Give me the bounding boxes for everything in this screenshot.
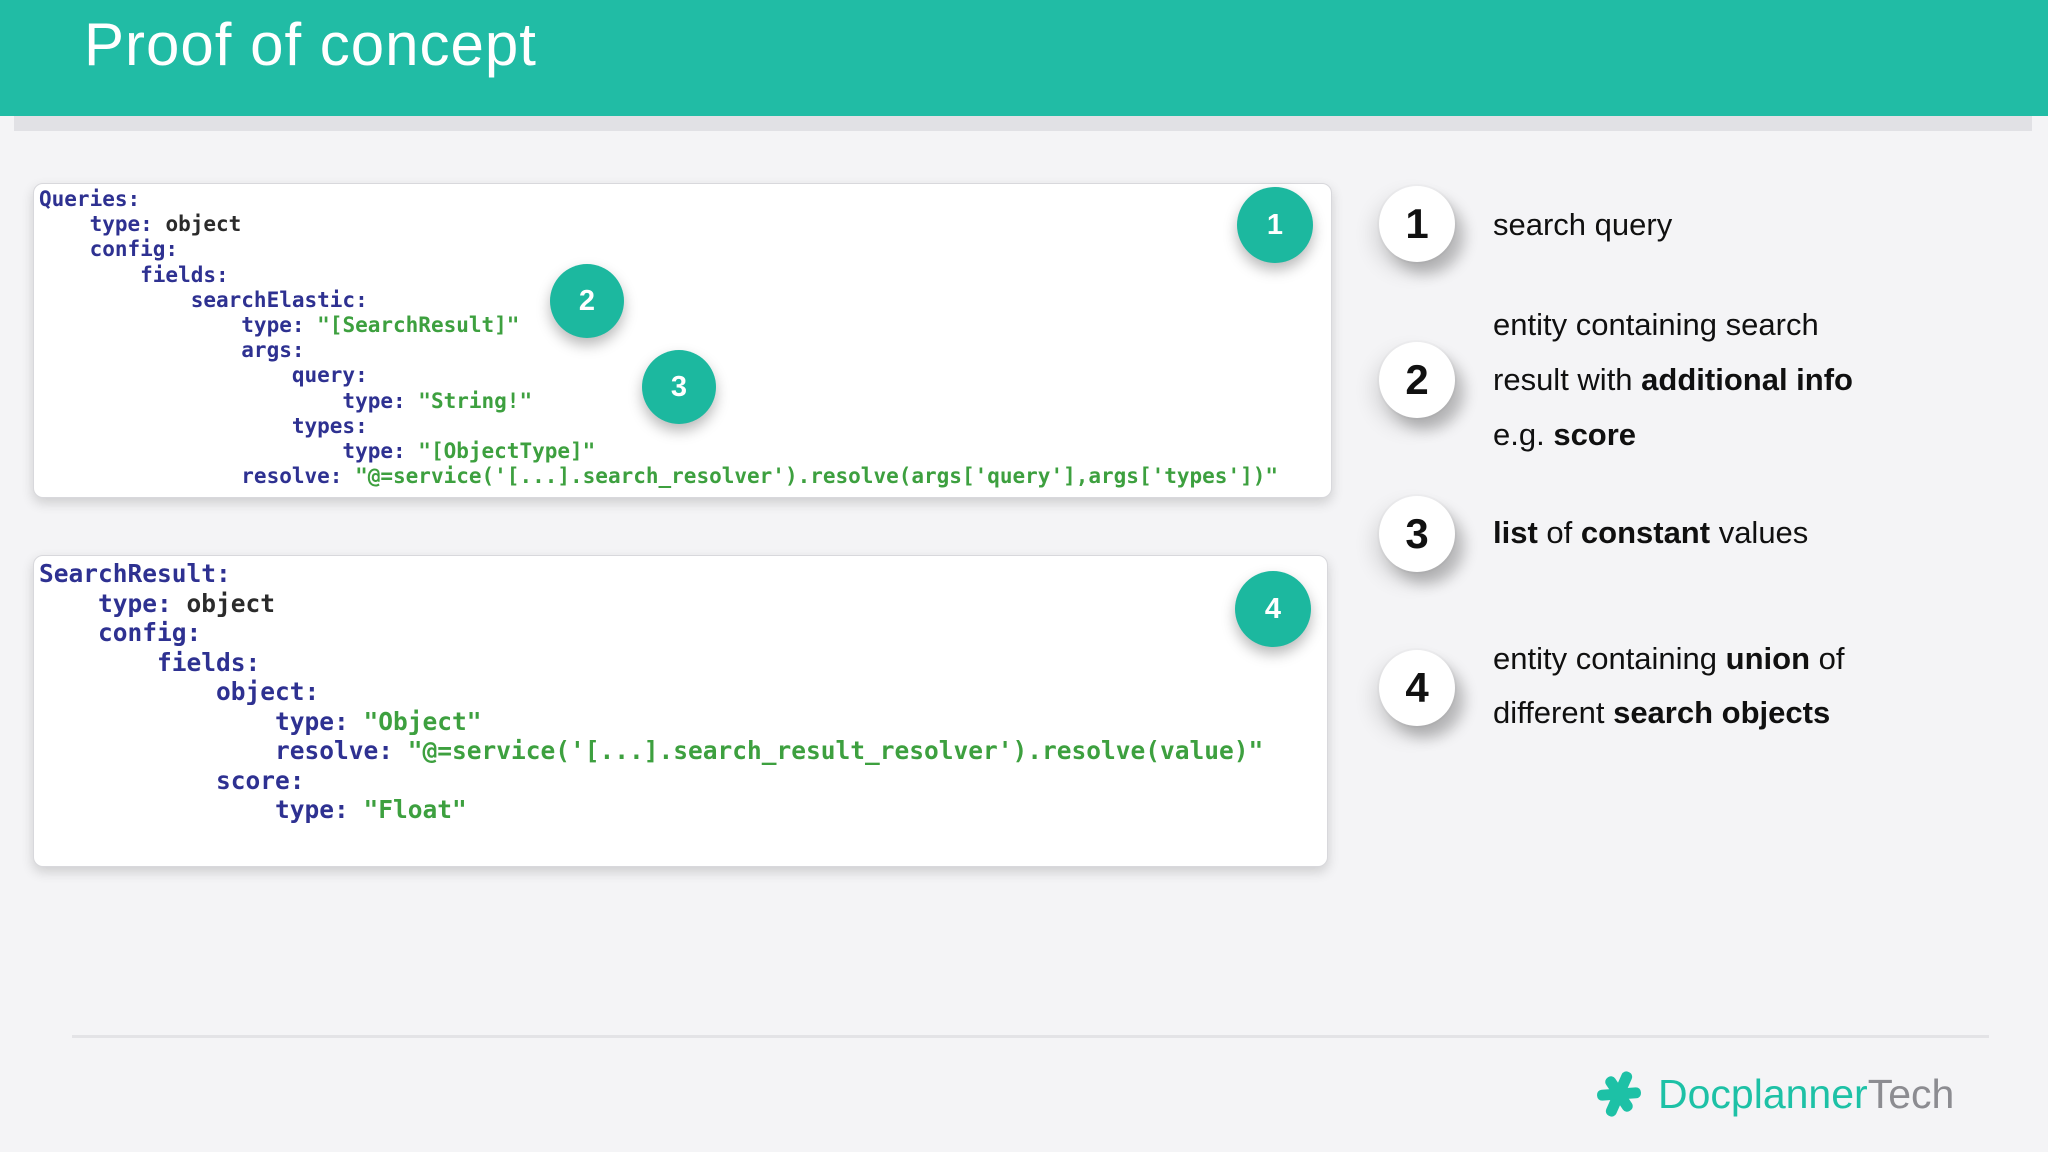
code-token: "Object" — [348, 706, 482, 736]
code-token: fields: — [39, 647, 261, 677]
code-token: types: — [39, 413, 368, 438]
legend-text-line: e.g. score — [1493, 407, 1853, 462]
legend-circle-1: 1 — [1379, 186, 1455, 262]
code-line: searchElastic: — [39, 288, 1331, 313]
code-line: type: object — [39, 212, 1331, 237]
code-token: type: — [39, 212, 153, 237]
page-title: Proof of concept — [84, 11, 537, 78]
code-line: score: — [39, 766, 1327, 796]
code-token: "Float" — [348, 795, 467, 824]
code-line: object: — [39, 677, 1327, 707]
code-token: resolve: — [39, 736, 394, 765]
legend-item-1-text: search query — [1493, 204, 1672, 246]
code-block-search-result: SearchResult: type: object config: field… — [34, 556, 1327, 825]
legend-text-line: result with additional info — [1493, 352, 1853, 407]
legend-text-run: of — [1537, 515, 1581, 550]
code-line: Queries: — [39, 187, 1331, 212]
legend-text-run: entity containing — [1493, 641, 1726, 676]
logo-suffix-text: Tech — [1867, 1070, 1955, 1117]
code-token: type: — [39, 313, 305, 338]
code-token: type: — [39, 588, 172, 618]
legend-text-run: search query — [1493, 207, 1673, 242]
legend-text-line: entity containing search — [1493, 297, 1853, 352]
header-shadow-strip — [14, 116, 2032, 131]
code-block-queries: Queries: type: object config: fields: se… — [34, 184, 1331, 489]
code-token: fields: — [39, 262, 229, 287]
legend-text-line: entity containing union of — [1493, 632, 1844, 686]
code-token: config: — [39, 618, 202, 647]
legend-bold-run: additional info — [1641, 362, 1853, 397]
code-token: "@=service('[...].search_result_resolver… — [393, 736, 1264, 765]
code-token: type: — [39, 388, 406, 413]
code-token: query: — [39, 363, 368, 388]
legend-text-run: result with — [1493, 362, 1642, 397]
code-line: fields: — [39, 263, 1331, 288]
legend-circle-4: 4 — [1379, 650, 1455, 726]
code-panel-search-result: SearchResult: type: object config: field… — [33, 555, 1328, 867]
code-token: object — [152, 212, 242, 237]
code-token: object — [171, 588, 276, 618]
code-line: type: "[SearchResult]" — [39, 313, 1331, 338]
code-token: Queries: — [39, 187, 141, 211]
code-line: resolve: "@=service('[...].search_result… — [39, 736, 1327, 766]
annotation-badge-1: 1 — [1237, 187, 1313, 263]
code-line: type: object — [39, 589, 1327, 619]
legend-bold-run: list — [1493, 515, 1538, 550]
code-token: type: — [39, 439, 406, 464]
footer-divider — [72, 1035, 1989, 1038]
code-line: type: "String!" — [39, 389, 1331, 414]
code-line: resolve: "@=service('[...].search_resolv… — [39, 464, 1331, 489]
code-token: "[SearchResult]" — [304, 313, 520, 338]
code-token: config: — [39, 237, 179, 262]
code-token: "String!" — [405, 388, 533, 413]
legend-bold-run: score — [1553, 417, 1637, 452]
code-token: "@=service('[...].search_resolver').reso… — [342, 464, 1279, 489]
code-line: type: "Float" — [39, 795, 1327, 825]
legend-bold-run: union — [1725, 641, 1811, 676]
code-token: type: — [39, 706, 349, 736]
code-token: resolve: — [39, 464, 343, 489]
slide-header-bar: Proof of concept — [0, 0, 2048, 116]
legend-text-run: entity containing search — [1493, 307, 1819, 342]
legend-item-2-text: entity containing search result with addi… — [1493, 297, 1853, 462]
legend-text-run: different — [1493, 695, 1614, 730]
code-token: object: — [39, 677, 320, 706]
code-panel-queries: Queries: type: object config: fields: se… — [33, 183, 1332, 498]
annotation-badge-4: 4 — [1235, 571, 1311, 647]
code-token: "[ObjectType]" — [405, 439, 596, 464]
code-line: types: — [39, 414, 1331, 439]
code-line: args: — [39, 338, 1331, 363]
logo-brand-text: Docplanner — [1658, 1070, 1868, 1117]
code-line: SearchResult: — [39, 559, 1327, 589]
legend-text-run: values — [1710, 515, 1809, 550]
legend-item-3-text: list of constant values — [1493, 512, 1808, 554]
code-token: args: — [39, 338, 305, 363]
legend-text-line: search query — [1493, 204, 1672, 246]
code-line: query: — [39, 363, 1331, 388]
legend-text-line: list of constant values — [1493, 512, 1808, 554]
logo-wordmark: DocplannerTech — [1658, 1071, 1954, 1118]
code-line: config: — [39, 237, 1331, 262]
code-line: config: — [39, 618, 1327, 648]
legend-text-line: different search objects — [1493, 686, 1844, 740]
annotation-badge-3: 3 — [642, 350, 716, 424]
legend-circle-2: 2 — [1379, 342, 1455, 418]
code-line: type: "[ObjectType]" — [39, 439, 1331, 464]
code-line: fields: — [39, 648, 1327, 678]
legend-text-run: of — [1810, 641, 1845, 676]
code-token: type: — [39, 795, 349, 824]
legend-bold-run: search objects — [1613, 695, 1831, 730]
docplanner-tech-logo: DocplannerTech — [1592, 1066, 1954, 1122]
code-token: searchElastic: — [39, 287, 368, 312]
legend-bold-run: constant — [1580, 515, 1711, 550]
legend-text-run: e.g. — [1493, 417, 1554, 452]
legend-circle-3: 3 — [1379, 496, 1455, 572]
code-token: score: — [39, 765, 305, 795]
annotation-badge-2: 2 — [550, 264, 624, 338]
code-token: SearchResult: — [39, 559, 231, 588]
docplanner-asterisk-icon — [1597, 1071, 1641, 1117]
code-line: type: "Object" — [39, 707, 1327, 737]
